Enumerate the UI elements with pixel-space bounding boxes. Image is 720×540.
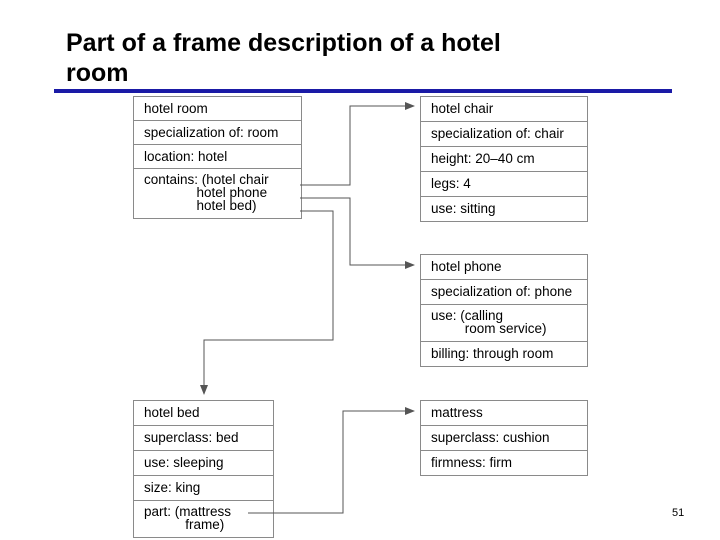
arrow-to-hotel-chair (300, 102, 415, 186)
slot-part: part: (mattress frame) (134, 501, 273, 538)
frame-name-hotel-room: hotel room (134, 97, 301, 121)
slot-use: use: sitting (421, 197, 587, 222)
title-underline (54, 89, 672, 93)
slot-specialization: specialization of: room (134, 121, 301, 145)
slot-use: use: sleeping (134, 451, 273, 476)
slot-location: location: hotel (134, 145, 301, 169)
frame-name-mattress: mattress (421, 401, 587, 426)
arrow-to-hotel-bed (200, 210, 334, 395)
frame-name-hotel-chair: hotel chair (421, 97, 587, 122)
arrow-to-hotel-phone (300, 197, 415, 269)
slot-legs: legs: 4 (421, 172, 587, 197)
frame-hotel-phone: hotel phone specialization of: phone use… (420, 254, 588, 367)
slot-specialization: specialization of: chair (421, 122, 587, 147)
slot-billing: billing: through room (421, 342, 587, 367)
frame-hotel-bed: hotel bed superclass: bed use: sleeping … (133, 400, 274, 538)
frame-mattress: mattress superclass: cushion firmness: f… (420, 400, 588, 476)
slot-contains: contains: (hotel chair hotel phone hotel… (134, 169, 301, 219)
slot-specialization: specialization of: phone (421, 280, 587, 305)
frame-hotel-chair: hotel chair specialization of: chair hei… (420, 96, 588, 222)
page-number: 51 (672, 507, 685, 519)
slot-superclass: superclass: bed (134, 426, 273, 451)
frame-name-hotel-phone: hotel phone (421, 255, 587, 280)
frame-hotel-room: hotel room specialization of: room locat… (133, 96, 302, 219)
slot-height: height: 20–40 cm (421, 147, 587, 172)
frame-name-hotel-bed: hotel bed (134, 401, 273, 426)
slot-size: size: king (134, 476, 273, 501)
slide-title: Part of a frame description of a hotel r… (66, 29, 501, 87)
slot-superclass: superclass: cushion (421, 426, 587, 451)
slot-use: use: (calling room service) (421, 305, 587, 342)
arrow-to-mattress (248, 407, 415, 514)
slot-firmness: firmness: firm (421, 451, 587, 476)
